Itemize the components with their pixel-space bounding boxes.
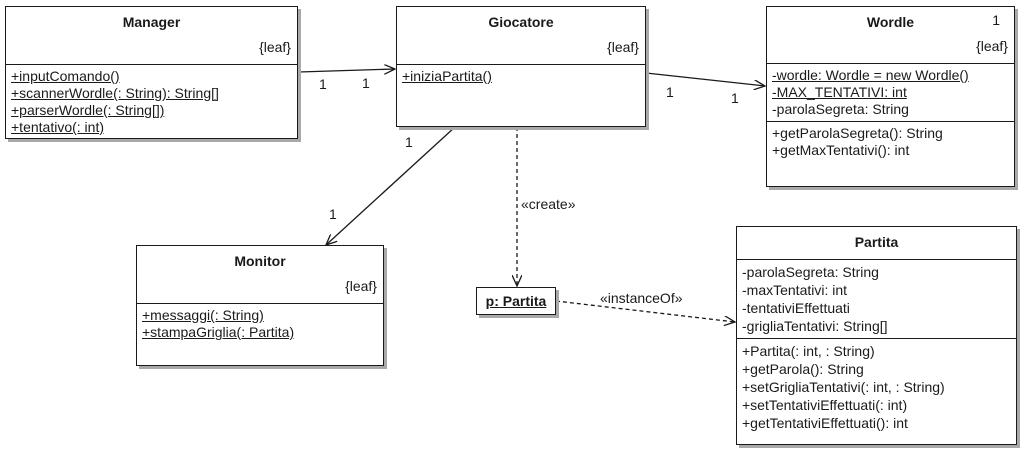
class-wordle[interactable]: 1 Wordle {leaf} -wordle: Wordle = new Wo…	[766, 6, 1015, 187]
operation: +parserWordle(: String[])	[11, 102, 165, 118]
stereotype-label: {leaf}	[607, 39, 639, 55]
operations-section: +iniziaPartita()	[397, 64, 645, 88]
operation: +getParola(): String	[742, 361, 864, 377]
operation: +inputComando()	[11, 68, 120, 84]
attributes-section: -wordle: Wordle = new Wordle() -MAX_TENT…	[767, 63, 1014, 121]
operation: +getTentativiEffettuati(): int	[742, 415, 908, 431]
operation: +getParolaSegreta(): String	[772, 125, 943, 141]
edge-manager-giocatore	[298, 69, 395, 72]
stereotype-label: {leaf}	[259, 39, 291, 55]
operation: +Partita(: int, : String)	[742, 343, 875, 359]
edge-instance-of	[555, 300, 735, 322]
operations-section: +messaggi(: String) +stampaGriglia(: Par…	[137, 303, 383, 344]
class-partita[interactable]: Partita -parolaSegreta: String -maxTenta…	[736, 226, 1017, 445]
multiplicity-giocatore-side: 1	[362, 75, 370, 91]
multiplicity-giocatore-wordle-source: 1	[666, 84, 674, 100]
class-manager[interactable]: Manager {leaf} +inputComando() +scannerW…	[5, 6, 298, 139]
multiplicity-label: 1	[992, 12, 1000, 28]
create-label: «create»	[521, 196, 576, 212]
operation: +setTentativiEffettuati(: int)	[742, 397, 908, 413]
attribute: -wordle: Wordle = new Wordle()	[772, 67, 969, 83]
class-giocatore[interactable]: Giocatore {leaf} +iniziaPartita()	[396, 6, 646, 127]
stereotype-label: {leaf}	[976, 38, 1008, 54]
attribute: -maxTentativi: int	[742, 282, 848, 298]
object-p-partita[interactable]: p: Partita	[476, 287, 556, 315]
stereotype-label: {leaf}	[345, 278, 377, 294]
operation: +stampaGriglia(: Partita)	[142, 324, 295, 340]
operation: +messaggi(: String)	[142, 307, 264, 323]
class-name: Manager	[122, 14, 181, 30]
class-monitor[interactable]: Monitor {leaf} +messaggi(: String) +stam…	[136, 245, 384, 366]
multiplicity-giocatore-wordle-target: 1	[731, 90, 739, 106]
operation: +scannerWordle(: String): String[]	[11, 85, 219, 101]
attribute: -tentativiEffettuati	[742, 300, 850, 316]
operations-section: +getParolaSegreta(): String +getMaxTenta…	[767, 121, 1014, 162]
attribute: -parolaSegreta: String	[742, 264, 879, 280]
attribute: -grigliaTentativi: String[]	[742, 318, 888, 334]
multiplicity-giocatore-monitor-target: 1	[329, 206, 337, 222]
multiplicity-giocatore-monitor-source: 1	[405, 134, 413, 150]
operations-section: +inputComando() +scannerWordle(: String)…	[6, 64, 297, 139]
multiplicity-manager-side: 1	[319, 76, 327, 92]
class-name: Wordle	[866, 14, 915, 30]
operation: +iniziaPartita()	[402, 68, 492, 84]
attribute: -MAX_TENTATIVI: int	[772, 84, 907, 100]
operation: +getMaxTentativi(): int	[772, 142, 910, 158]
operation: +setGrigliaTentativi(: int, : String)	[742, 379, 945, 395]
class-name: Giocatore	[488, 14, 554, 30]
attributes-section: -parolaSegreta: String -maxTentativi: in…	[737, 259, 1016, 338]
attribute: -parolaSegreta: String	[772, 101, 909, 117]
edge-giocatore-monitor	[326, 126, 456, 245]
operation: +tentativo(: int)	[11, 119, 104, 135]
class-name: Partita	[854, 234, 899, 250]
edge-giocatore-wordle	[645, 72, 765, 86]
class-name: Monitor	[234, 253, 286, 269]
operations-section: +Partita(: int, : String) +getParola(): …	[737, 338, 1016, 435]
instance-of-label: «instanceOf»	[600, 290, 683, 306]
